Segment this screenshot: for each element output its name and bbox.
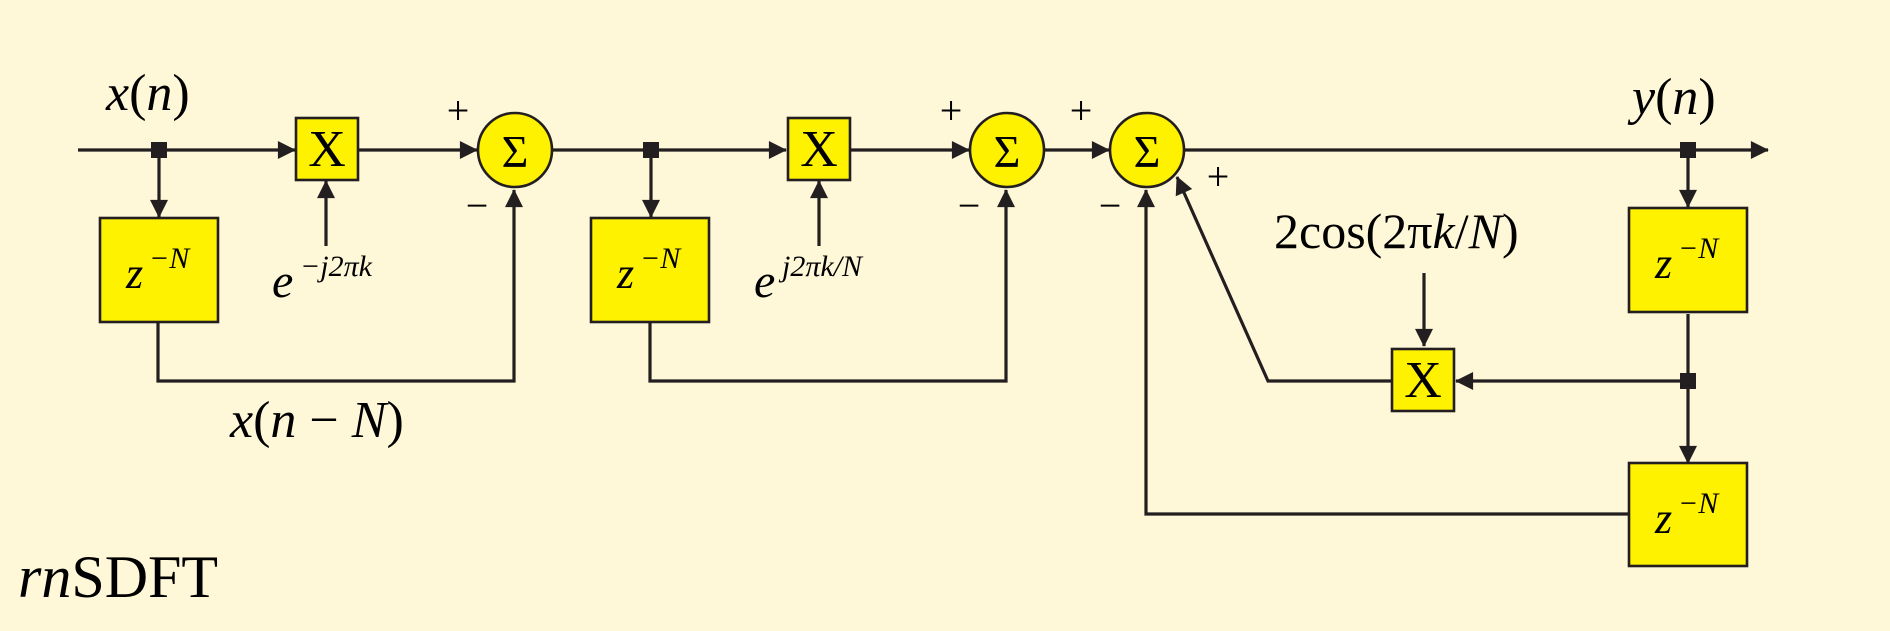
coefficient-2-base: e [754,255,775,308]
summer-1: Σ [476,111,554,189]
delay-block-2: z −N [589,216,711,324]
branch-node-resonator [1680,373,1696,389]
delay-block-4-exponent: −N [1678,487,1720,520]
summer-3-minus-sign: − [1099,183,1122,228]
summer-3: Σ [1108,111,1186,189]
summer-2: Σ [968,111,1046,189]
coefficient-2-exponent: j2πk/N [778,250,864,283]
summer-2-minus-sign: − [958,183,981,228]
summer-3-symbol: Σ [1134,126,1161,177]
wire-comb-feedback [1137,189,1628,516]
delay-block-2-exponent: −N [640,242,682,275]
summer-3-plus-sign: + [1070,88,1093,133]
output-signal-label: y(n) [1627,69,1716,126]
multiplier-3-symbol: X [1404,352,1442,409]
summer-1-symbol: Σ [502,126,529,177]
input-signal-label: x(n) [105,65,190,122]
coefficient-1-base: e [272,255,293,308]
branch-nodes [151,142,1696,389]
summer-1-plus-sign: + [447,88,470,133]
wire-delay-1-feedforward [156,189,523,383]
summer-3-feedback-plus-sign: + [1207,154,1230,199]
coefficient-1-exponent: −j2πk [300,250,373,283]
sign-labels: + − + − + − + [447,88,1230,228]
delay-block-1-base: z [125,249,143,298]
multiplier-2: X [786,116,852,182]
summer-2-symbol: Σ [994,126,1021,177]
coefficient-1: e −j2πk [272,250,373,308]
delay-block-1: z −N [98,216,220,324]
multiplier-1: X [294,116,360,182]
delay-block-1-exponent: −N [149,242,191,275]
delay-block-3: z −N [1627,206,1749,314]
branch-node-stage-2 [643,142,659,158]
coefficient-2: e j2πk/N [754,250,864,308]
multiplier-3: X [1390,347,1456,413]
wire-resonator-feedback [1175,176,1391,383]
summer-1-minus-sign: − [466,183,489,228]
delayed-signal-label: x(n − N) [229,392,404,449]
wire-delay-2-feedforward [648,189,1015,383]
multiplier-2-symbol: X [800,121,838,178]
diagram-caption: rnSDFT [18,544,218,610]
summer-2-plus-sign: + [940,88,963,133]
delay-block-3-base: z [1654,239,1672,288]
branch-node-output [1680,142,1696,158]
delay-block-4: z −N [1627,461,1749,568]
delay-block-4-base: z [1654,494,1672,543]
multiplier-1-symbol: X [308,121,346,178]
delay-block-2-base: z [616,249,634,298]
resonator-coefficient: 2cos(2πk/N) [1274,203,1519,259]
branch-node-input [151,142,167,158]
delay-block-3-exponent: −N [1678,232,1720,265]
